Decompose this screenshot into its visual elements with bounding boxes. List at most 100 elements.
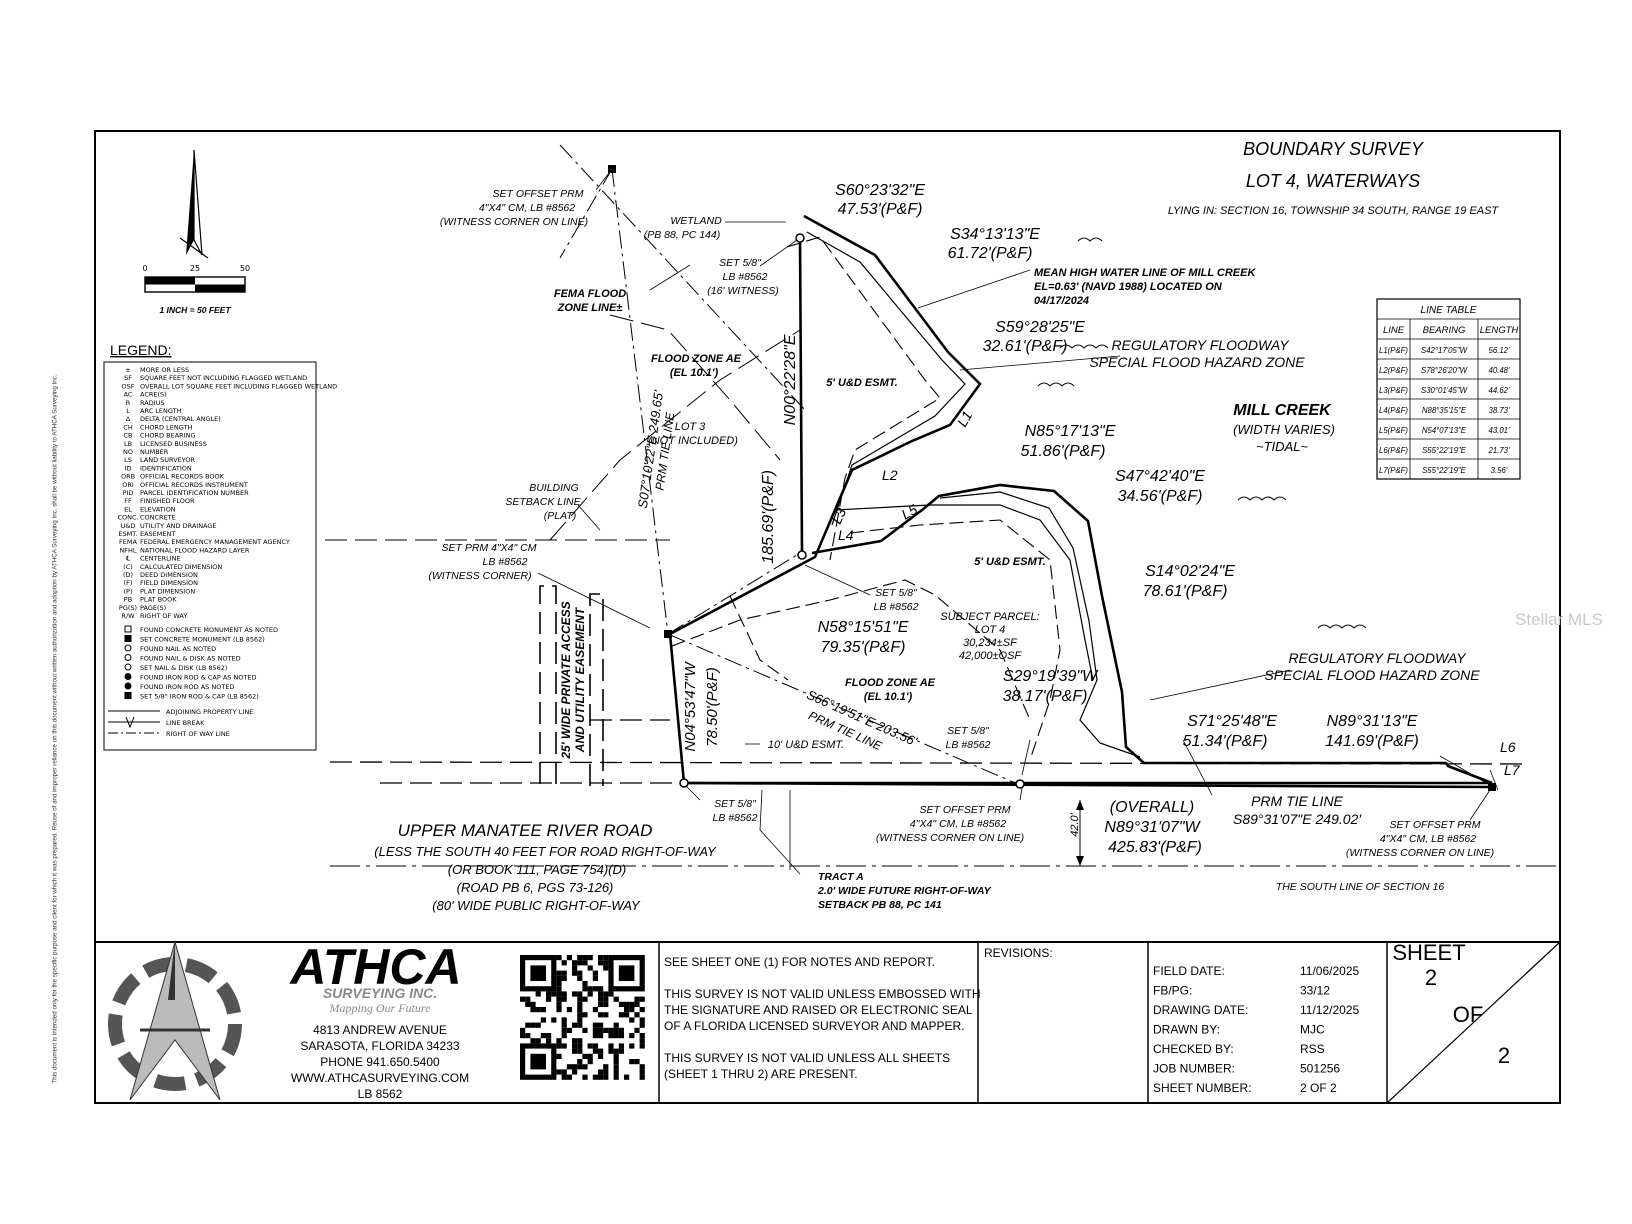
- offset-prm-e-1: SET OFFSET PRM: [1389, 819, 1480, 831]
- plan-linework: [325, 144, 1560, 875]
- note-2b: THE SIGNATURE AND RAISED OR ELECTRONIC S…: [664, 1003, 973, 1017]
- length-n04: 78.50'(P&F): [704, 667, 721, 747]
- line-table-header: LENGTH: [1480, 325, 1519, 336]
- offset-prm-s-1: SET OFFSET PRM: [919, 804, 1010, 816]
- prm-south-tie: S89°31'07"E 249.02': [1233, 811, 1362, 827]
- scale-caption: 1 INCH = 50 FEET: [159, 305, 231, 315]
- legend-abbr: ORI: [122, 481, 134, 489]
- info-label: SHEET NUMBER:: [1153, 1081, 1251, 1095]
- legend-abbr: (C): [123, 563, 133, 571]
- title-line-2: LOT 4, WATERWAYS: [1246, 171, 1420, 191]
- sheet-number-block: SHEET 2 OF 2: [1392, 940, 1510, 1068]
- bearing-s14: S14°02'24"E: [1145, 563, 1235, 580]
- company-name: ATHCA: [288, 939, 461, 995]
- mhw-line-1: MEAN HIGH WATER LINE OF MILL CREEK: [1034, 267, 1256, 279]
- ud-esmt-north: 5' U&D ESMT.: [826, 377, 897, 389]
- bearing-s34: S34°13'13"E: [950, 226, 1040, 243]
- bearing-s29: S29°19'39"W: [1003, 668, 1099, 685]
- length-n58: 79.35'(P&F): [821, 639, 906, 656]
- floodway-south-1: REGULATORY FLOODWAY: [1288, 650, 1467, 666]
- water-symbol-icon: [1037, 237, 1367, 629]
- legend-desc: CONCRETE: [140, 514, 176, 522]
- line-table-cell: 43.01': [1489, 426, 1511, 435]
- l3-label: L3: [828, 505, 849, 526]
- legend-abbr: PID: [123, 489, 134, 497]
- line-table-cell: S55°22'19"E: [1422, 466, 1467, 475]
- plan-labels: S60°23'32"E 47.53'(P&F) S34°13'13"E 61.7…: [374, 182, 1520, 913]
- road-note-1: (LESS THE SOUTH 40 FEET FOR ROAD RIGHT-O…: [374, 844, 717, 859]
- bearing-s60: S60°23'32"E: [835, 182, 925, 199]
- mhw-line-2: EL=0.63' (NAVD 1988) LOCATED ON: [1034, 281, 1223, 293]
- notes: SEE SHEET ONE (1) FOR NOTES AND REPORT. …: [664, 955, 981, 1081]
- flood-ae-south-1: FLOOD ZONE AE: [845, 677, 936, 689]
- dim-42: 42.0': [1069, 812, 1081, 836]
- offset-prm-n-1: SET OFFSET PRM: [492, 188, 583, 200]
- address-line-2: SARASOTA, FLORIDA 34233: [300, 1039, 460, 1053]
- legend-abbr: PG(S): [119, 604, 137, 612]
- sheet-total: 2: [1498, 1043, 1510, 1068]
- mhw-line-3: 04/17/2024: [1034, 295, 1089, 307]
- set-rod-nw-1: SET 5/8": [719, 257, 762, 269]
- legend-desc: FINISHED FLOOR: [140, 497, 195, 505]
- legend-desc: RADIUS: [140, 399, 165, 407]
- offset-prm-n-2: 4"X4" CM, LB #8562: [479, 202, 575, 214]
- l4-label: L4: [838, 527, 854, 543]
- info-label: JOB NUMBER:: [1153, 1062, 1235, 1076]
- legend-abbr: Δ: [126, 415, 131, 423]
- length-s60: 47.53'(P&F): [838, 201, 923, 218]
- flood-ae-south-2: (EL 10.1'): [864, 691, 913, 703]
- mill-creek-width: (WIDTH VARIES): [1233, 422, 1335, 437]
- watermark: Stellar MLS: [1515, 610, 1603, 629]
- floodway-south-2: SPECIAL FLOOD HAZARD ZONE: [1264, 667, 1480, 683]
- legend-desc: CALCULATED DIMENSION: [140, 563, 222, 571]
- legend-abbr: NFHL: [119, 546, 136, 554]
- line-table-cell: N88°35'15"E: [1422, 406, 1467, 415]
- legend-abbr: (D): [123, 571, 133, 579]
- info-value: 11/12/2025: [1300, 1003, 1359, 1017]
- length-n89-13: 141.69'(P&F): [1325, 733, 1419, 750]
- title-line-3: LYING IN: SECTION 16, TOWNSHIP 34 SOUTH,…: [1168, 205, 1500, 217]
- line-table-cell: L1(P&F): [1379, 346, 1408, 355]
- legend-abbr: ℄: [126, 555, 131, 563]
- sheet-of: OF: [1453, 1002, 1484, 1027]
- legend-desc: PLAT DIMENSION: [140, 587, 195, 595]
- bearing-n85: N85°17'13"E: [1025, 423, 1116, 440]
- note-2c: OF A FLORIDA LICENSED SURVEYOR AND MAPPE…: [664, 1019, 965, 1033]
- bearing-s47: S47°42'40"E: [1115, 468, 1205, 485]
- survey-monuments: [608, 165, 1496, 791]
- mill-creek-label: MILL CREEK: [1233, 402, 1332, 419]
- legend-desc: OVERALL LOT SQUARE FEET INCLUDING FLAGGE…: [140, 382, 337, 390]
- legend-desc: ELEVATION: [140, 505, 176, 513]
- scale-tick-50: 50: [240, 264, 250, 273]
- legend-abbr: LB: [124, 440, 132, 448]
- set-prm-w-2: LB #8562: [483, 556, 528, 568]
- legend-desc: FEDERAL EMERGENCY MANAGEMENT AGENCY: [140, 538, 290, 546]
- line-table-header: BEARING: [1423, 325, 1466, 336]
- legend-symbol-icon: [124, 663, 132, 671]
- legend-symbol-label: SET NAIL & DISK (LB 8562): [140, 664, 227, 672]
- line-table-cell: 40.48': [1489, 366, 1511, 375]
- legend-desc: LICENSED BUSINESS: [140, 440, 207, 448]
- line-table-cell: L5(P&F): [1379, 426, 1408, 435]
- legend-desc: CHORD BEARING: [140, 432, 195, 440]
- legend-line-label: RIGHT OF WAY LINE: [166, 730, 230, 738]
- length-s29: 38.17'(P&F): [1003, 688, 1088, 705]
- legend-abbr: (P): [124, 587, 133, 595]
- legend-abbr: CB: [124, 432, 133, 440]
- length-n00: 185.69'(P&F): [760, 470, 777, 564]
- note-3b: (SHEET 1 THRU 2) ARE PRESENT.: [664, 1067, 858, 1081]
- legend-desc: PARCEL IDENTIFICATION NUMBER: [140, 489, 249, 497]
- road-line: [683, 781, 1493, 789]
- info-label: DRAWN BY:: [1153, 1023, 1220, 1037]
- legend-abbr: L: [126, 407, 130, 415]
- legend-symbol-label: FOUND NAIL & DISK AS NOTED: [140, 655, 241, 663]
- offset-prm-s-3: (WITNESS CORNER ON LINE): [876, 832, 1024, 844]
- length-n85: 51.86'(P&F): [1021, 443, 1106, 460]
- l1-label: L1: [954, 408, 976, 429]
- legend-abbr: ESMT.: [118, 530, 137, 538]
- prm-offset-marker-icon: [608, 165, 616, 173]
- legend-title: LEGEND:: [110, 342, 171, 358]
- legend-symbol-label: FOUND IRON ROD & CAP AS NOTED: [140, 674, 257, 682]
